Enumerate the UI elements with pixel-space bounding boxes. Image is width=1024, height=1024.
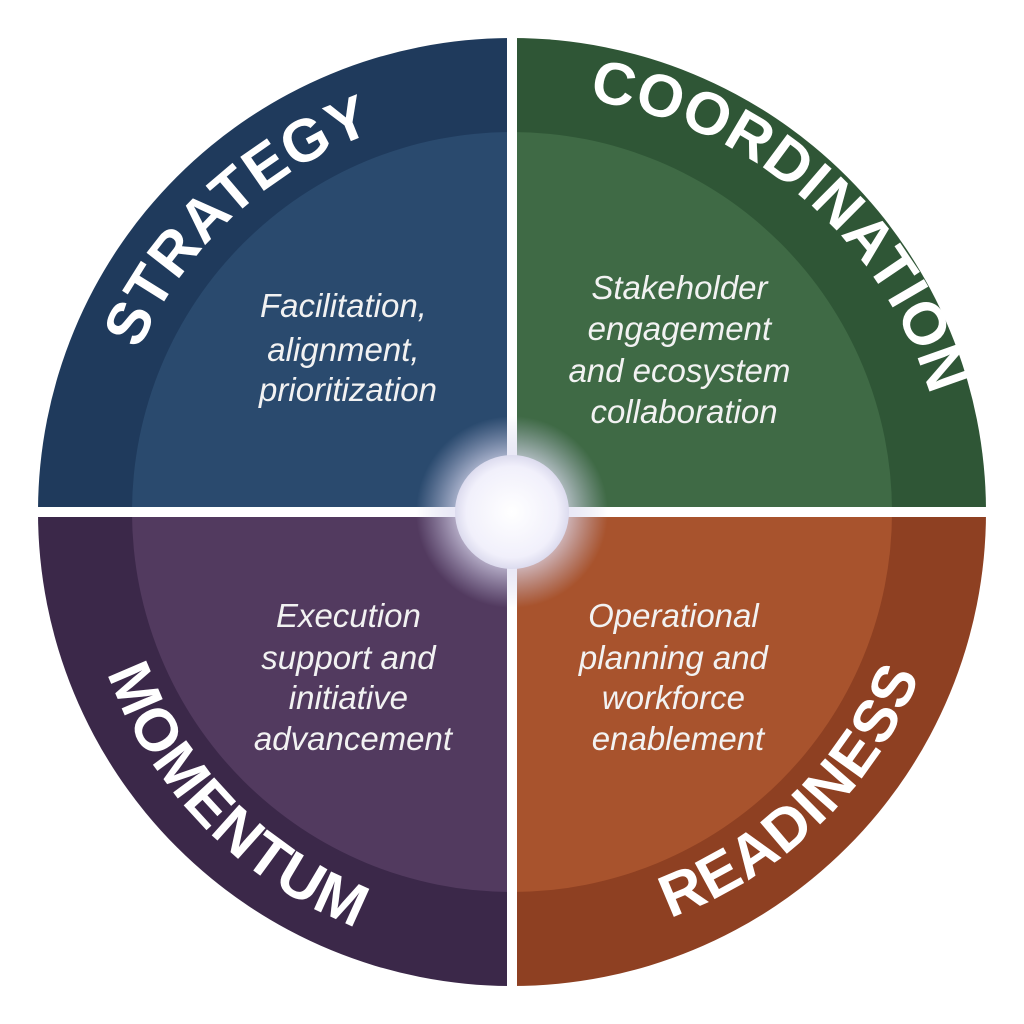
strategy-inner-sector [132,132,512,512]
strategy-description-line: prioritization [258,371,437,408]
coordination-description: Stakeholder engagement and ecosystem col… [568,269,799,430]
center-node [416,416,608,608]
readiness-description-line: enablement [592,720,766,757]
strategy-description: Facilitation, alignment, prioritization [258,287,437,408]
momentum-description-line: support and [261,639,437,676]
coordination-description-line: collaboration [590,393,777,430]
center-core [455,455,569,569]
readiness-description-line: planning and [578,639,770,676]
coordination-inner-sector [512,132,892,512]
readiness-description-line: workforce [602,679,745,716]
momentum-description-line: advancement [254,720,454,757]
coordination-description-line: and ecosystem [568,352,790,389]
readiness-description: Operational planning and workforce enabl… [578,597,777,757]
quadrant-strategy [38,38,512,512]
quadrant-coordination [512,38,986,512]
momentum-description: Execution support and initiative advance… [254,597,454,757]
strategy-description-line: alignment, [267,331,419,368]
quadrant-readiness [512,512,986,986]
momentum-inner-sector [132,512,512,892]
momentum-description-line: initiative [289,679,408,716]
strategy-description-line: Facilitation, [260,287,427,324]
momentum-description-line: Execution [276,597,421,634]
readiness-description-line: Operational [588,597,760,634]
readiness-inner-sector [512,512,892,892]
coordination-description-line: engagement [588,310,773,347]
coordination-description-line: Stakeholder [591,269,769,306]
quadrant-momentum [38,512,512,986]
